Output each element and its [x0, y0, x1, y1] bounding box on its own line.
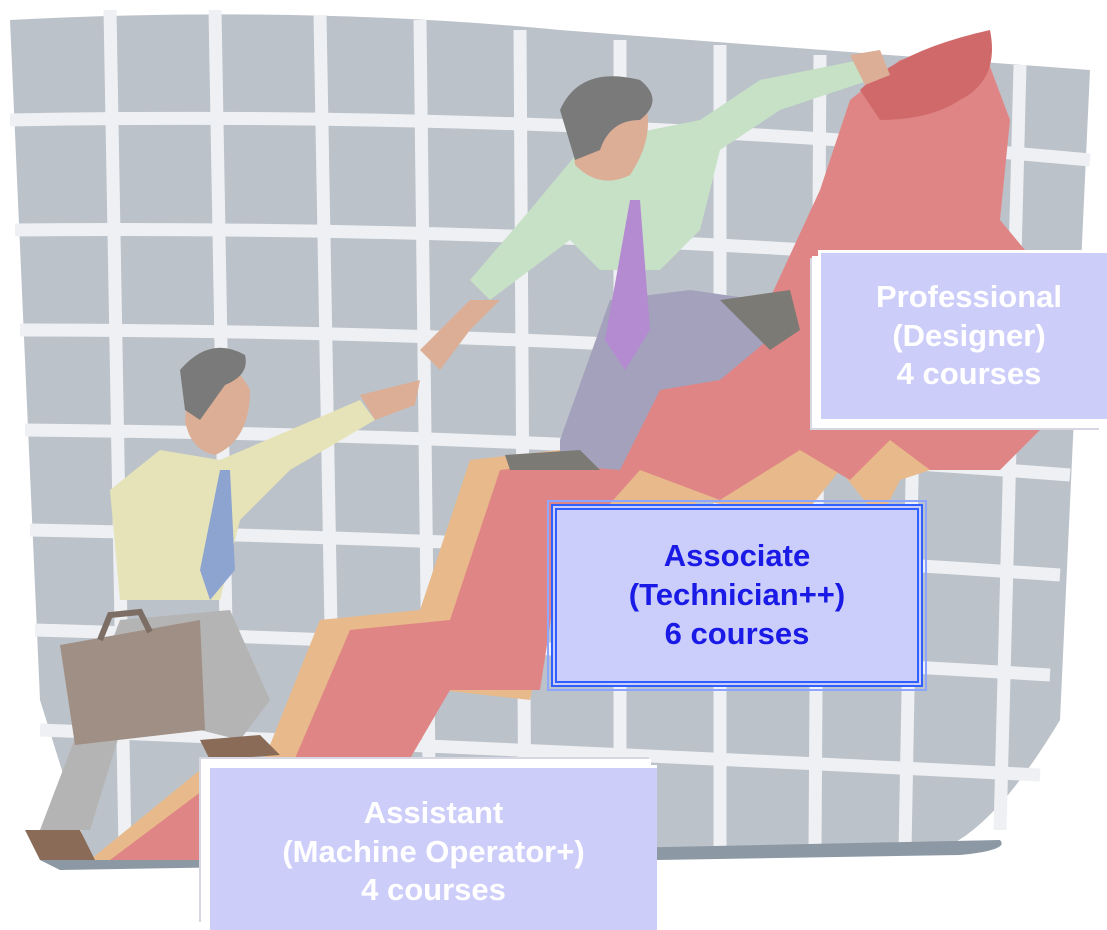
upper-businessman-figure: [420, 50, 890, 470]
lower-man-trousers: [40, 610, 270, 830]
tier-assistant-role: (Machine Operator+): [282, 833, 585, 869]
upper-man-shirt: [470, 60, 870, 300]
lower-man-shirt: [110, 400, 375, 600]
tier-professional-title: Professional: [875, 278, 1063, 314]
upper-man-hand: [420, 300, 500, 370]
tier-box-professional: Professional (Designer) 4 courses: [818, 250, 1107, 422]
lower-man-hand: [360, 380, 420, 420]
tier-associate-courses: 6 courses: [664, 615, 810, 651]
upper-man-hair: [560, 76, 653, 160]
tier-box-assistant: Assistant (Machine Operator+) 4 courses: [207, 765, 657, 930]
upper-man-tie: [605, 200, 650, 370]
upper-man-hand-top: [850, 50, 890, 85]
tier-box-associate: Associate (Technician++) 6 courses: [547, 500, 927, 691]
lower-man-shoe-back: [200, 735, 280, 760]
tier-professional-courses: 4 courses: [896, 356, 1042, 392]
tier-associate-title: Associate: [663, 538, 811, 574]
lower-man-tie: [200, 470, 235, 600]
briefcase-handle: [97, 608, 153, 642]
upper-man-shoe-left: [505, 450, 600, 470]
lower-man-hair: [180, 347, 246, 420]
arrow-body: [110, 40, 1050, 860]
briefcase-icon: [60, 620, 205, 745]
tier-professional-role: (Designer): [892, 317, 1046, 353]
tier-assistant-title: Assistant: [363, 794, 504, 830]
lower-businessman-figure: [25, 347, 420, 860]
tier-associate-role: (Technician++): [628, 577, 846, 613]
upper-man-shoe-right: [720, 290, 800, 350]
lower-man-shoe: [25, 830, 95, 860]
arrow-head-fold: [860, 30, 992, 120]
tier-assistant-courses: 4 courses: [361, 872, 506, 908]
